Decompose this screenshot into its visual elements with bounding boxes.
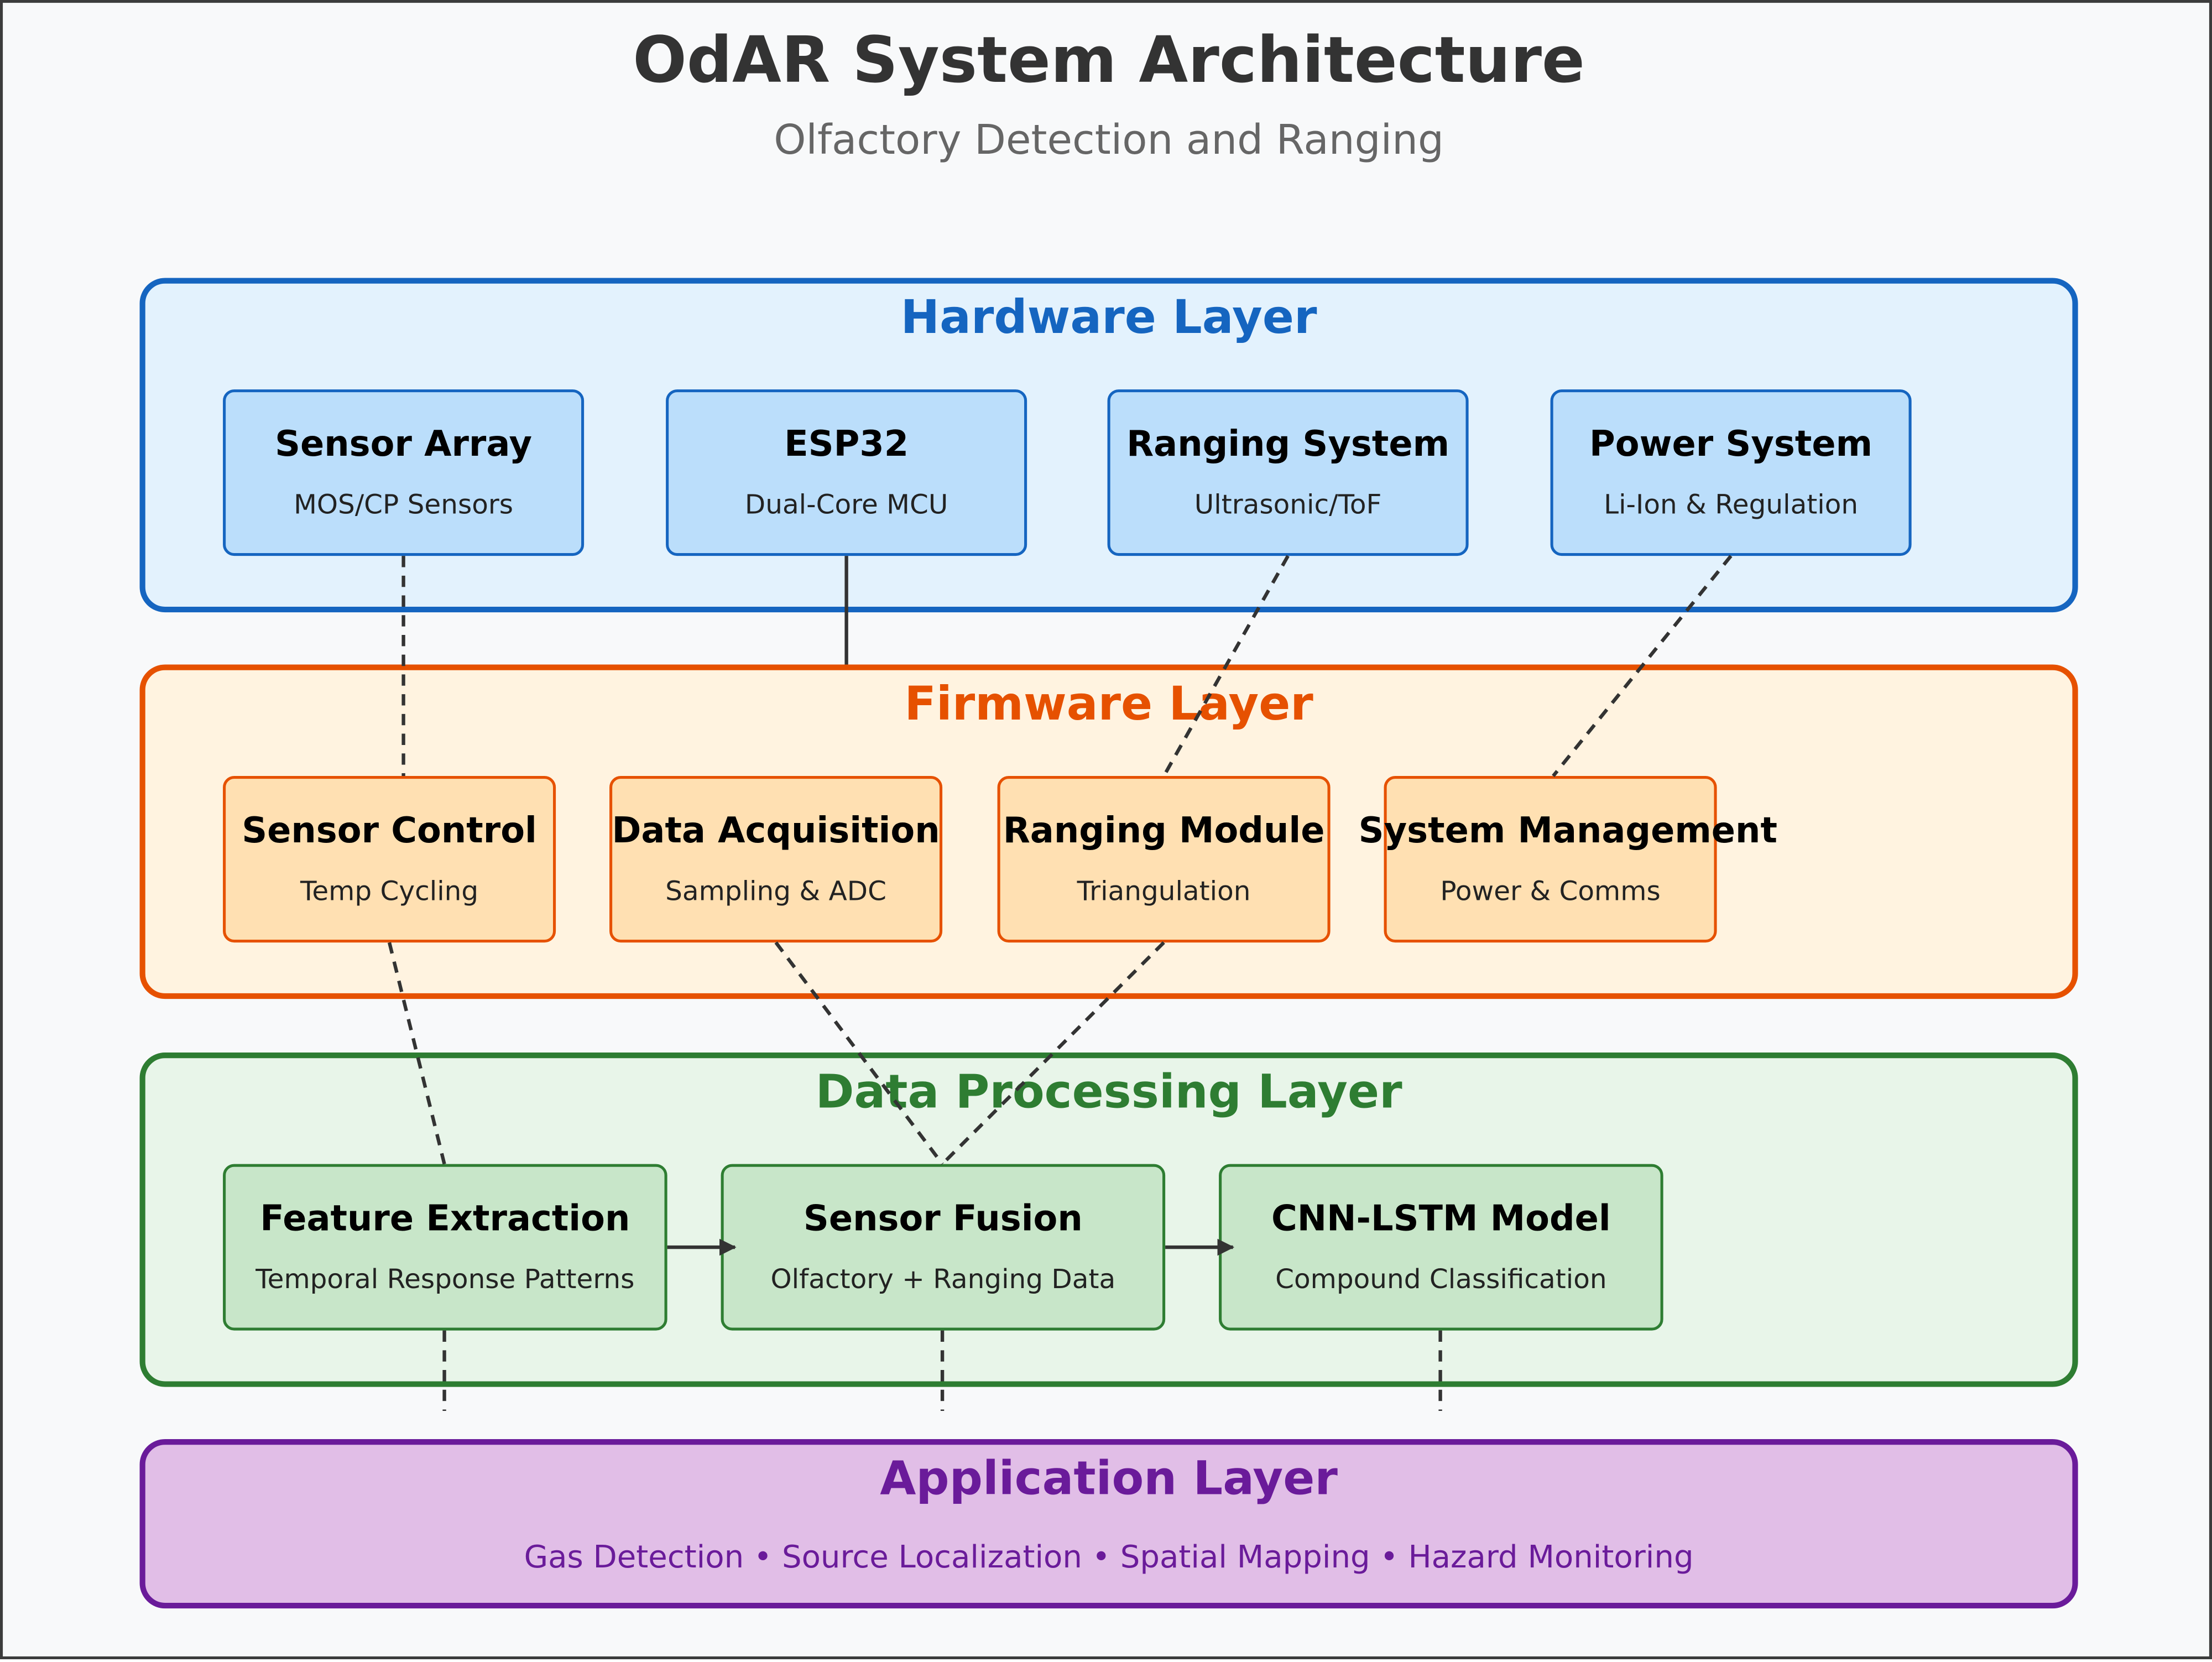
application-layer: Application Layer Gas Detection • Source…: [139, 1439, 2078, 1609]
data-acquisition-desc: Sampling & ADC: [665, 876, 886, 908]
ranging-system-desc: Ultrasonic/ToF: [1194, 489, 1382, 521]
feature-extraction-box: Feature Extraction Temporal Response Pat…: [223, 1164, 667, 1331]
system-management-name: System Management: [1358, 810, 1777, 851]
ranging-module-name: Ranging Module: [1003, 810, 1325, 851]
system-management-desc: Power & Comms: [1440, 876, 1661, 908]
application-layer-title: Application Layer: [880, 1450, 1338, 1505]
sensor-control-desc: Temp Cycling: [300, 876, 479, 908]
feature-extraction-name: Feature Extraction: [260, 1197, 630, 1239]
esp32-desc: Dual-Core MCU: [744, 489, 948, 521]
feature-extraction-desc: Temporal Response Patterns: [255, 1264, 635, 1295]
sensor-array-desc: MOS/CP Sensors: [294, 489, 514, 521]
sensor-array-name: Sensor Array: [275, 423, 533, 465]
data-acquisition-box: Data Acquisition Sampling & ADC: [609, 776, 943, 943]
data-processing-layer-title: Data Processing Layer: [815, 1064, 1402, 1119]
power-system-box: Power System Li-Ion & Regulation: [1550, 389, 1912, 556]
esp32-name: ESP32: [784, 423, 909, 465]
diagram-title: OdAR System Architecture: [633, 22, 1585, 98]
application-capabilities: Gas Detection • Source Localization • Sp…: [524, 1540, 1694, 1576]
ranging-system-box: Ranging System Ultrasonic/ToF: [1107, 389, 1469, 556]
sensor-fusion-desc: Olfactory + Ranging Data: [770, 1264, 1116, 1295]
ranging-system-name: Ranging System: [1126, 423, 1450, 465]
sensor-fusion-box: Sensor Fusion Olfactory + Ranging Data: [721, 1164, 1166, 1331]
cnn-lstm-model-desc: Compound Classification: [1275, 1264, 1607, 1295]
diagram-subtitle: Olfactory Detection and Ranging: [774, 116, 1444, 164]
cnn-lstm-model-box: CNN-LSTM Model Compound Classification: [1219, 1164, 1663, 1331]
system-management-box: System Management Power & Comms: [1359, 776, 1777, 943]
firmware-layer-title: Firmware Layer: [904, 675, 1313, 731]
ranging-module-desc: Triangulation: [1077, 876, 1251, 908]
ranging-module-box: Ranging Module Triangulation: [997, 776, 1331, 943]
cnn-lstm-model-name: CNN-LSTM Model: [1271, 1197, 1611, 1239]
sensor-control-name: Sensor Control: [242, 810, 537, 851]
sensor-control-box: Sensor Control Temp Cycling: [223, 776, 556, 943]
esp32-box: ESP32 Dual-Core MCU: [666, 389, 1027, 556]
power-system-desc: Li-Ion & Regulation: [1604, 489, 1859, 521]
sensor-fusion-name: Sensor Fusion: [803, 1197, 1083, 1239]
data-acquisition-name: Data Acquisition: [612, 810, 940, 851]
sensor-array-box: Sensor Array MOS/CP Sensors: [223, 389, 585, 556]
hardware-layer-title: Hardware Layer: [900, 289, 1317, 345]
power-system-name: Power System: [1589, 423, 1873, 465]
